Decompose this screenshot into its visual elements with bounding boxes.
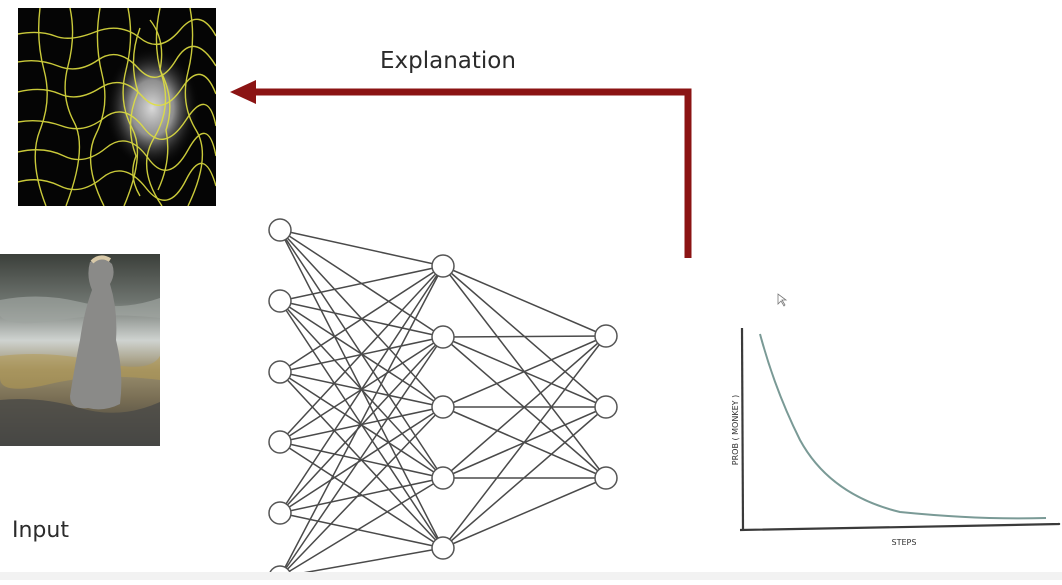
network-edge [279, 265, 444, 373]
network-edge [279, 229, 444, 267]
neural-network [268, 218, 618, 585]
network-edge [442, 335, 607, 408]
network-edge [279, 406, 444, 514]
network-node-layer-1 [268, 218, 292, 242]
explanation-arrow [230, 80, 692, 258]
network-edge [279, 265, 444, 302]
explanation-image [18, 8, 216, 206]
network-edge [279, 265, 444, 514]
network-edge [279, 265, 444, 443]
network-node-layer-1 [268, 289, 292, 313]
network-edge [279, 512, 444, 549]
network-edge [279, 336, 444, 514]
network-edge [442, 477, 607, 549]
network-node-layer-3 [594, 395, 618, 419]
network-edge [442, 406, 607, 549]
input-label: Input [12, 518, 69, 543]
input-image [0, 254, 160, 446]
network-edge [442, 335, 607, 338]
network-edge [442, 335, 607, 549]
network-node-layer-2 [431, 325, 455, 349]
network-node-layer-3 [594, 466, 618, 490]
bottom-strip [0, 572, 1062, 580]
plot-ylabel: PROB ( MONKEY ) [731, 395, 740, 465]
network-node-layer-3 [594, 324, 618, 348]
cursor-icon [777, 293, 788, 307]
network-edge [279, 406, 444, 578]
network-edge [442, 335, 607, 479]
network-node-layer-2 [431, 395, 455, 419]
network-node-layer-1 [268, 430, 292, 454]
network-edge [442, 265, 607, 337]
explanation-label: Explanation [380, 48, 516, 74]
network-edge [279, 477, 444, 578]
network-node-layer-1 [268, 501, 292, 525]
network-node-layer-2 [431, 254, 455, 278]
network-node-layer-2 [431, 536, 455, 560]
network-edge [279, 477, 444, 514]
probability-curve [759, 333, 1047, 520]
network-edge [279, 336, 444, 578]
network-node-layer-1 [268, 360, 292, 384]
network-node-layer-2 [431, 466, 455, 490]
plot-xlabel: STEPS [892, 538, 917, 547]
probability-plot: PROB ( MONKEY ) STEPS [731, 293, 1061, 547]
network-edge [279, 265, 444, 578]
